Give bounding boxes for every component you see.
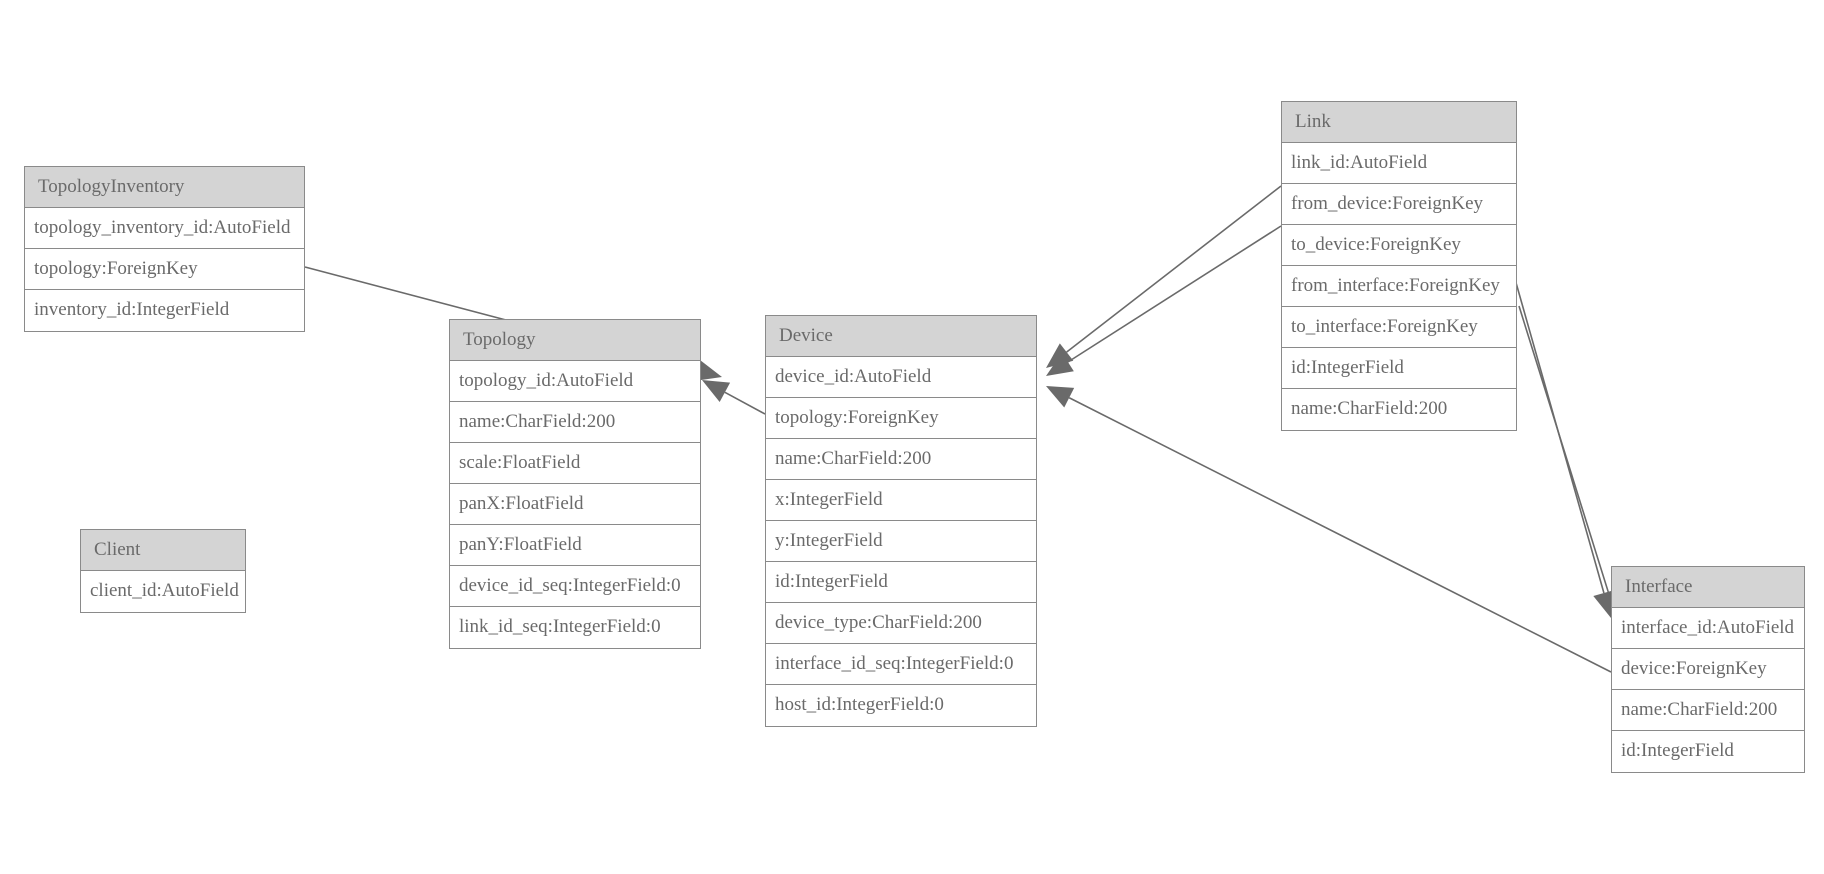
rel-device-topology-arrowhead-icon (702, 380, 731, 403)
entity-field[interactable]: name:CharField:200 (450, 402, 700, 443)
entity-field[interactable]: from_device:ForeignKey (1282, 184, 1516, 225)
entity-field[interactable]: name:CharField:200 (766, 439, 1036, 480)
rel-device-topology (724, 391, 766, 415)
entity-field[interactable]: interface_id:AutoField (1612, 608, 1804, 649)
entity-field[interactable]: device_id_seq:IntegerField:0 (450, 566, 700, 607)
entity-field[interactable]: name:CharField:200 (1282, 389, 1516, 430)
rel-link-tointerface-interface (1518, 305, 1611, 596)
entity-field[interactable]: scale:FloatField (450, 443, 700, 484)
entity-title-device: Device (766, 316, 1036, 357)
entity-field[interactable]: to_interface:ForeignKey (1282, 307, 1516, 348)
entity-title-interface: Interface (1612, 567, 1804, 608)
entity-field[interactable]: topology_id:AutoField (450, 361, 700, 402)
entity-field[interactable]: topology_inventory_id:AutoField (25, 208, 304, 249)
entity-field[interactable]: panX:FloatField (450, 484, 700, 525)
rel-link-fromdevice-device (1066, 185, 1282, 353)
entity-field[interactable]: id:IntegerField (1612, 731, 1804, 772)
entity-field[interactable]: client_id:AutoField (81, 571, 245, 612)
entity-field[interactable]: y:IntegerField (766, 521, 1036, 562)
entity-title-client: Client (81, 530, 245, 571)
rel-link-todevice-device-arrowhead-icon (1046, 352, 1074, 376)
entity-field[interactable]: x:IntegerField (766, 480, 1036, 521)
entity-field[interactable]: device:ForeignKey (1612, 649, 1804, 690)
entity-field[interactable]: to_device:ForeignKey (1282, 225, 1516, 266)
rel-interface-device-device (1068, 397, 1612, 673)
entity-field[interactable]: link_id_seq:IntegerField:0 (450, 607, 700, 648)
entity-field[interactable]: panY:FloatField (450, 525, 700, 566)
entity-title-topology_inventory: TopologyInventory (25, 167, 304, 208)
rel-link-frominterface-interface (1510, 264, 1605, 594)
entity-field[interactable]: id:IntegerField (766, 562, 1036, 603)
entity-field[interactable]: device_type:CharField:200 (766, 603, 1036, 644)
rel-link-todevice-device (1067, 225, 1282, 363)
entity-field[interactable]: topology:ForeignKey (766, 398, 1036, 439)
rel-link-fromdevice-device-arrowhead-icon (1046, 343, 1074, 368)
entity-title-topology: Topology (450, 320, 700, 361)
entity-field[interactable]: topology:ForeignKey (25, 249, 304, 290)
entity-field[interactable]: device_id:AutoField (766, 357, 1036, 398)
entity-field[interactable]: host_id:IntegerField:0 (766, 685, 1036, 726)
entity-field[interactable]: inventory_id:IntegerField (25, 290, 304, 331)
entity-field[interactable]: interface_id_seq:IntegerField:0 (766, 644, 1036, 685)
rel-interface-device-device-arrowhead-icon (1046, 386, 1075, 408)
entity-title-link: Link (1282, 102, 1516, 143)
entity-field[interactable]: id:IntegerField (1282, 348, 1516, 389)
entity-field[interactable]: from_interface:ForeignKey (1282, 266, 1516, 307)
entity-field[interactable]: name:CharField:200 (1612, 690, 1804, 731)
entity-field[interactable]: link_id:AutoField (1282, 143, 1516, 184)
